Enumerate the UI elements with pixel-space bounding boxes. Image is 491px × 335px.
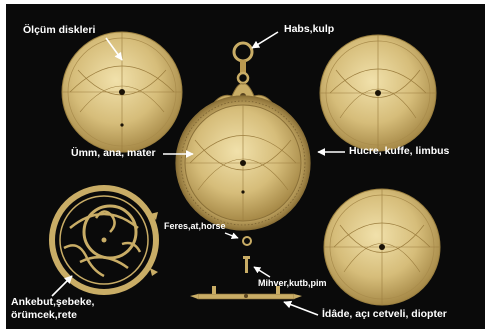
label-hucre-kuffe-limbus: Hucre, kuffe, limbus bbox=[349, 146, 449, 158]
label-olcum-diskleri: Ölçüm diskleri bbox=[23, 25, 95, 37]
label-ankebut-line2: örümcek,rete bbox=[11, 310, 77, 322]
measurement-disc-top-left bbox=[62, 32, 182, 152]
measurement-disc-top-right bbox=[320, 35, 436, 151]
label-ankebut-line1: Ankebut,şebeke, bbox=[11, 297, 94, 309]
label-mihver-kutb-pim: Mihver,kutb,pim bbox=[258, 279, 327, 289]
measurement-disc-bottom-right bbox=[324, 189, 440, 305]
label-feres-at-horse: Feres,at,horse bbox=[164, 222, 226, 232]
label-habs-kulp: Habs,kulp bbox=[284, 24, 334, 36]
label-umm-ana-mater: Ümm, ana, mater bbox=[71, 148, 156, 160]
label-idade: İdâde, açı cetveli, diopter bbox=[322, 309, 447, 321]
